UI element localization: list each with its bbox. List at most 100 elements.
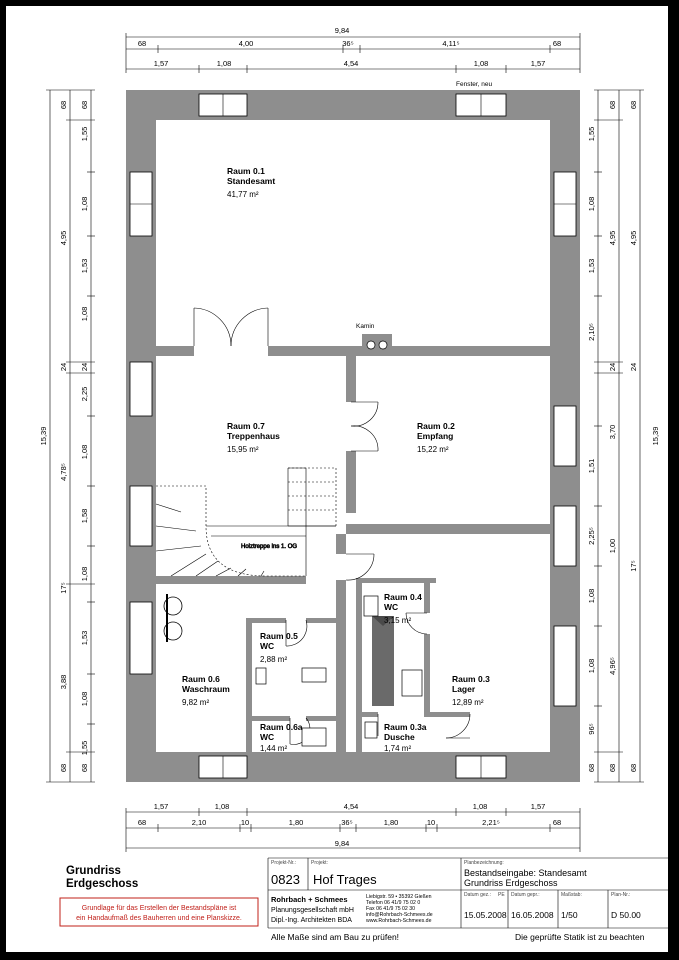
dim-right-h: 1,08 <box>587 659 596 674</box>
dim-top-d: 4,11⁵ <box>442 39 459 48</box>
dim-left-total: 15,39 <box>39 427 48 446</box>
dim-bottom-c: 4,54 <box>344 802 359 811</box>
room-0-2-name: Empfang <box>417 431 453 441</box>
dim-right-c: 1,53 <box>587 259 596 274</box>
dim-left-k: 1,53 <box>80 259 89 274</box>
room-0-5-area: 2,88 m² <box>260 655 287 664</box>
staircase: Holztreppe ins 1. OG <box>155 467 337 577</box>
plan-name-line1: Bestandseingabe: Standesamt <box>464 868 587 878</box>
dim-top-g: 1,08 <box>217 59 232 68</box>
label-datum-gez: Datum gez.: <box>464 892 491 898</box>
dim-left-j: 1,08 <box>80 197 89 212</box>
dim-top-a: 68 <box>138 39 146 48</box>
company-phone: Telefon 06 41/9 75 02 0 <box>366 900 420 906</box>
dim-left-n: 2,25 <box>80 387 89 402</box>
room-0-3-name: Lager <box>452 684 476 694</box>
window-note: Fenster, neu <box>456 81 493 88</box>
dim-right-k: 68 <box>608 101 617 109</box>
dim-right-u: 17⁵ <box>629 560 638 571</box>
dim-right-d: 2,10⁵ <box>587 323 596 341</box>
company-line3: Dipl.-Ing. Architekten BDA <box>271 917 352 924</box>
dim-bottom-a: 1,57 <box>154 802 169 811</box>
dim-bottom-e: 1,57 <box>531 802 546 811</box>
plan-name-line2: Grundriss Erdgeschoss <box>464 878 558 888</box>
dim-left-i: 1,55 <box>80 127 89 142</box>
company-address: Liebigstr. 59 • 35392 Gießen <box>366 894 432 900</box>
note-static: Die geprüfte Statik ist zu beachten <box>515 932 645 942</box>
label-massstab: Maßstab: <box>561 892 582 898</box>
dim-left-u: 68 <box>80 764 89 772</box>
room-0-2: Raum 0.2 Empfang 15,22 m² <box>417 421 455 454</box>
dim-left-a: 68 <box>59 101 68 109</box>
dim-left-e: 17⁵ <box>59 582 68 593</box>
right-dimensions: 1,55 1,08 1,53 2,10⁵ 1,51 2,25⁵ 1,08 1,0… <box>587 89 660 783</box>
dim-left-h: 68 <box>80 101 89 109</box>
dim-bottom-i: 1,80 <box>289 818 304 827</box>
dim-left-m: 24 <box>80 363 89 371</box>
warning-line1: Grundlage für das Erstellen der Bestands… <box>82 905 237 912</box>
room-0-1-name: Standesamt <box>227 176 275 186</box>
bottom-dimensions: 1,57 1,08 4,54 1,08 1,57 68 2,10 10 1,80… <box>125 802 581 852</box>
room-0-1-area: 41,77 m² <box>227 190 259 199</box>
left-dimensions: 15,39 68 4,95 24 4,78⁵ 17⁵ 3,88 68 68 1,… <box>39 89 95 783</box>
company-fax: Fax 06 41/9 75 02 30 <box>366 906 415 912</box>
room-0-3-area: 12,89 m² <box>452 698 484 707</box>
dim-top-e: 68 <box>553 39 561 48</box>
dim-right-j: 68 <box>587 764 596 772</box>
dim-left-r: 1,53 <box>80 631 89 646</box>
label-projekt: Projekt: <box>311 860 328 866</box>
drawing-sheet: 9,84 68 4,00 36⁵ 4,11⁵ 68 1,57 1,08 4,54… <box>6 6 668 952</box>
dim-left-d: 4,78⁵ <box>59 463 68 481</box>
dim-right-i: 96⁵ <box>587 723 596 734</box>
title-block: Grundriss Erdgeschoss Grundlage für das … <box>59 857 668 942</box>
dim-right-g: 1,08 <box>587 589 596 604</box>
dim-right-r: 68 <box>629 101 638 109</box>
dim-bottom-f: 68 <box>138 818 146 827</box>
dim-bottom-g: 2,10 <box>192 818 207 827</box>
dim-bottom-b: 1,08 <box>215 802 230 811</box>
warning-line2: ein Handaufmaß des Bauherren und eine Pl… <box>76 915 242 922</box>
drawing-title-line1: Grundriss <box>66 865 121 877</box>
room-0-6-area: 9,82 m² <box>182 698 209 707</box>
stair-label: Holztreppe ins 1. OG <box>241 544 297 550</box>
company-line2: Planungsgesellschaft mbH <box>271 907 354 914</box>
room-0-2-number: Raum 0.2 <box>417 421 455 431</box>
room-0-4: Raum 0.4 WC 3,15 m² <box>384 592 422 625</box>
dim-top-total: 9,84 <box>335 26 350 35</box>
dim-top-f: 1,57 <box>154 59 169 68</box>
dim-left-c: 24 <box>59 363 68 371</box>
dim-left-t: 1,55 <box>80 741 89 756</box>
dim-left-l: 1,08 <box>80 307 89 322</box>
dim-bottom-j: 36⁵ <box>341 818 352 827</box>
room-0-7-number: Raum 0.7 <box>227 421 265 431</box>
note-measure: Alle Maße sind am Bau zu prüfen! <box>271 932 399 942</box>
room-0-6a-number: Raum 0.6a <box>260 722 303 732</box>
floor-plan: 9,84 68 4,00 36⁵ 4,11⁵ 68 1,57 1,08 4,54… <box>39 26 668 942</box>
dim-right-m: 24 <box>608 363 617 371</box>
room-0-7-area: 15,95 m² <box>227 445 259 454</box>
top-dimensions: 9,84 68 4,00 36⁵ 4,11⁵ 68 1,57 1,08 4,54… <box>125 26 581 73</box>
date-checked: 16.05.2008 <box>511 910 554 920</box>
dim-right-q: 68 <box>608 764 617 772</box>
dim-right-b: 1,08 <box>587 197 596 212</box>
room-0-1-number: Raum 0.1 <box>227 166 265 176</box>
room-0-3: Raum 0.3 Lager 12,89 m² <box>452 674 490 707</box>
chimney-label: Kamin <box>356 323 375 330</box>
room-0-4-name: WC <box>384 602 398 612</box>
dim-bottom-k: 1,80 <box>384 818 399 827</box>
room-0-7-name: Treppenhaus <box>227 431 280 441</box>
dim-right-a: 1,55 <box>587 127 596 142</box>
dim-left-b: 4,95 <box>59 231 68 246</box>
room-0-5: Raum 0.5 WC 2,88 m² <box>260 631 298 664</box>
label-projekt-nr: Projekt-Nr.: <box>271 860 296 866</box>
label-plan-nr: Plan-Nr.: <box>611 892 630 898</box>
room-0-3a-name: Dusche <box>384 732 415 742</box>
dim-right-p: 4,96⁵ <box>608 657 617 675</box>
room-0-6a-name: WC <box>260 732 274 742</box>
company-name: Rohrbach + Schmees <box>271 895 348 904</box>
dim-bottom-d: 1,08 <box>473 802 488 811</box>
dim-top-c: 36⁵ <box>342 39 353 48</box>
scale: 1/50 <box>561 910 578 920</box>
dim-top-i: 1,08 <box>474 59 489 68</box>
